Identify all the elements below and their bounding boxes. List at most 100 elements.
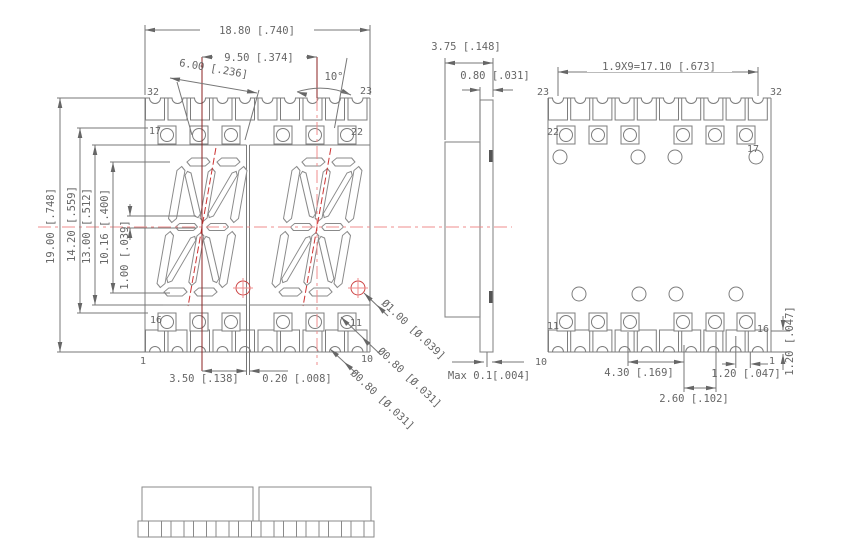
digit-segment [301, 157, 326, 167]
dim-overall-width: 18.80 [.740] [219, 25, 295, 37]
castellation-pin [235, 329, 255, 353]
mounting-hole [552, 149, 568, 165]
mounting-hole [571, 286, 587, 302]
pad-hole [623, 315, 637, 329]
back-mounting-holes [552, 149, 764, 302]
castellation-pin [167, 329, 188, 353]
dim-center-gap: 1.00 [.039] [119, 220, 131, 290]
pad-hole [623, 128, 637, 142]
castellation-pin [190, 97, 210, 121]
pad-hole [739, 128, 753, 142]
dim-overall-depth: 3.75 [.148] [431, 41, 501, 53]
pin-label: 22 [547, 127, 559, 138]
back-outline [547, 98, 772, 352]
digit-segment [331, 157, 356, 167]
digit-segment [322, 170, 353, 219]
dim-arrow [297, 92, 308, 97]
digit-segment [186, 157, 211, 167]
castellation-pin [681, 329, 702, 353]
pad-hole [276, 128, 290, 142]
back-upper-pads [556, 125, 756, 145]
mounting-hole [630, 149, 646, 165]
castellation-pin [548, 329, 568, 353]
castellation-pin [325, 329, 345, 353]
castellation-pin [280, 97, 300, 121]
dim-arrow [249, 368, 260, 374]
back-view [547, 97, 772, 353]
mounting-hole [668, 286, 684, 302]
front-top-castellations [145, 97, 370, 121]
dim-arrow [492, 359, 502, 365]
digit-segment [281, 235, 312, 284]
castellation-pin [681, 97, 702, 121]
digit-segment [203, 235, 220, 284]
dim-hole-pitch: 4.30 [.169] [604, 367, 674, 379]
pin-label: 22 [351, 127, 363, 138]
side-pcb-profile [479, 99, 494, 353]
digit-segment [166, 235, 197, 284]
dim-line [169, 77, 258, 94]
dim-arrow [748, 69, 758, 75]
castellation-pin [167, 97, 188, 121]
front-view [144, 97, 371, 353]
digit-segment [193, 287, 218, 297]
castellation-pin [703, 97, 724, 121]
digit-segment [278, 287, 303, 297]
dim-arrow [344, 362, 353, 371]
bottom-pcb-strip [137, 520, 375, 538]
dim-module-height: 13.00 [.512] [81, 188, 93, 264]
dim-arrow [750, 361, 761, 367]
dim-slant-angle: 10° [325, 71, 344, 83]
dim-pin-span: 1.9X9=17.10 [.673] [602, 61, 716, 73]
castellation-pin [145, 329, 165, 353]
castellation-pin [302, 329, 323, 353]
digit-segment [167, 165, 186, 224]
mounting-hole [667, 149, 683, 165]
castellation-pin [190, 329, 210, 353]
dim-line [334, 57, 348, 129]
dimension-arrows [57, 27, 786, 391]
dim-arrow [674, 359, 684, 365]
digit-glyph [271, 157, 363, 297]
digit-segment [184, 170, 201, 219]
digit-segment [308, 287, 333, 297]
dim-arrow [202, 368, 212, 374]
dim-arrow [558, 69, 568, 75]
pin-label: 23 [360, 86, 372, 97]
dim-text-bg [200, 24, 314, 36]
dim-arrow [77, 128, 83, 138]
pad-hole [308, 128, 322, 142]
pad-hole [224, 315, 238, 329]
castellation-pin [636, 329, 657, 353]
pad-hole [192, 128, 206, 142]
dim-pcb-thickness: 0.80 [.031] [460, 70, 530, 82]
dim-arrow [780, 320, 786, 330]
digit-segment [218, 230, 237, 289]
dim-arrow [377, 305, 386, 314]
segment-digits [156, 157, 363, 297]
digit-segment [282, 165, 301, 224]
dim-hole-offset: 2.60 [.102] [659, 393, 729, 405]
pad-hole [224, 128, 238, 142]
side-pad-mark-bottom [489, 291, 493, 303]
bottom-view [137, 486, 375, 538]
digit-segment [344, 165, 363, 224]
castellation-pin [614, 329, 635, 353]
dim-line [176, 81, 193, 136]
castellation-pin [636, 97, 657, 121]
dim-arrow [202, 54, 212, 60]
dim-arrow [92, 145, 98, 155]
castellation-pin [280, 329, 300, 353]
castellation-pin [703, 329, 724, 353]
digit-segment [318, 235, 335, 284]
pin-label: 10 [361, 354, 373, 365]
digit-segment [216, 157, 241, 167]
mounting-hole [728, 286, 744, 302]
side-pad-mark-top [489, 150, 493, 162]
dim-arrow [330, 349, 339, 358]
castellation-pin [212, 97, 233, 121]
dim-arrow [57, 342, 63, 352]
dim-arrow [364, 293, 373, 302]
castellation-pin [302, 97, 323, 121]
